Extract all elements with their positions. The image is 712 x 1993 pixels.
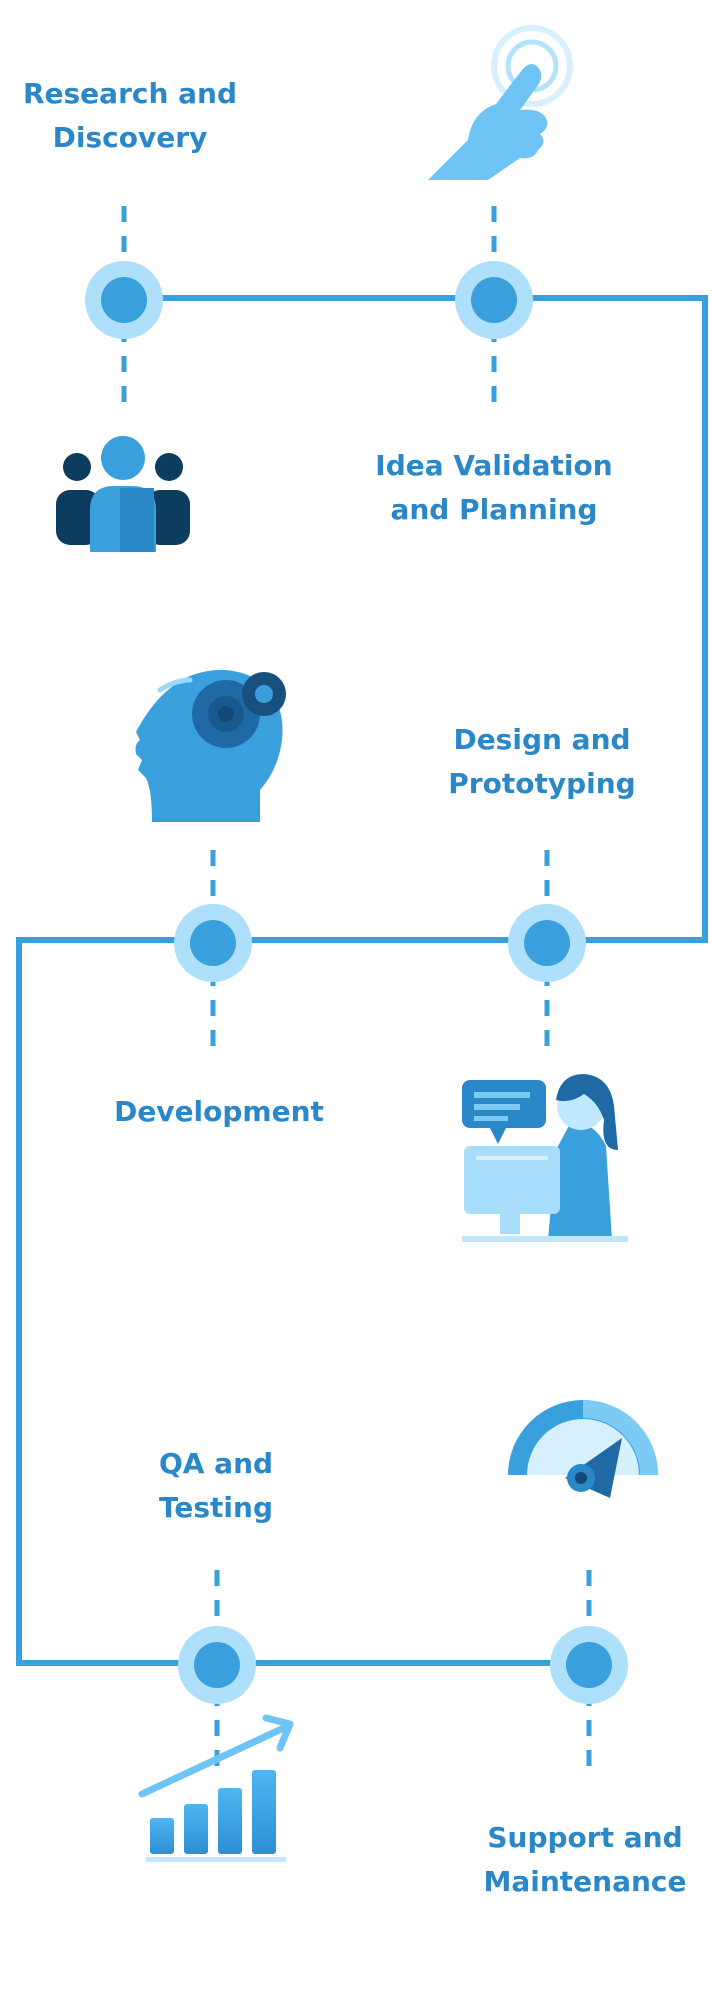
step-1-label-line-1: Research and — [22, 77, 238, 110]
speedometer-icon — [508, 1400, 658, 1498]
team-icon — [56, 436, 190, 552]
step-node-4 — [174, 904, 252, 982]
step-node-2 — [455, 261, 533, 339]
step-6-label-line-1: Support and — [487, 1821, 683, 1854]
step-6-label-line-2: Maintenance — [483, 1865, 687, 1898]
step-1-label: Research and Discovery — [20, 72, 240, 160]
step-3-label-line-1: Design and — [453, 723, 631, 756]
connector-line — [16, 295, 708, 1666]
step-node-1 — [85, 261, 163, 339]
step-3-label: Design and Prototyping — [420, 718, 664, 806]
step-6-label: Support and Maintenance — [462, 1816, 708, 1904]
pointing-hand-icon — [428, 25, 573, 180]
dashed-stems — [121, 206, 592, 1768]
step-4-label-line-1: Development — [114, 1095, 324, 1128]
step-2-label-line-1: Idea Validation — [375, 449, 613, 482]
brain-gears-icon — [135, 669, 286, 822]
step-5-label-line-2: Testing — [159, 1491, 273, 1524]
step-node-6 — [550, 1626, 628, 1704]
step-4-label: Development — [96, 1090, 342, 1134]
growth-chart-icon — [138, 1714, 294, 1862]
step-5-label: QA and Testing — [116, 1442, 316, 1530]
step-2-label: Idea Validation and Planning — [360, 444, 628, 532]
developer-at-computer-icon — [462, 1074, 628, 1242]
step-3-label-line-2: Prototyping — [448, 767, 636, 800]
step-5-label-line-1: QA and — [158, 1447, 274, 1480]
step-node-3 — [508, 904, 586, 982]
step-1-label-line-2: Discovery — [52, 121, 208, 154]
step-node-5 — [178, 1626, 256, 1704]
step-2-label-line-2: and Planning — [390, 493, 598, 526]
